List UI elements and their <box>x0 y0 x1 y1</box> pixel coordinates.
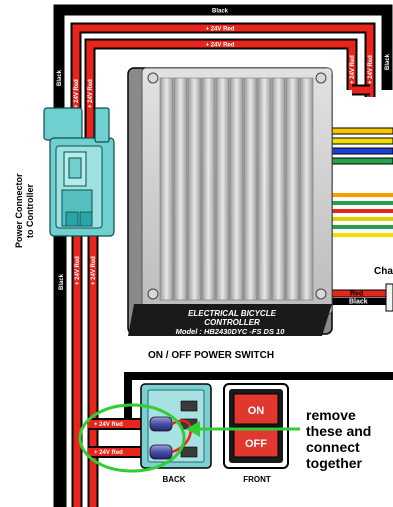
annotation-line2: these and <box>306 423 371 439</box>
annotation-line1: remove <box>306 407 356 423</box>
switch-off-label: OFF <box>245 438 267 450</box>
controller-model: Model : HB2430DYC -FS DS 10 <box>176 327 286 336</box>
red-wire-label-switch-2: + 24V Red <box>94 450 123 456</box>
red-wire-label-lower-1: + 24V Red <box>75 256 81 285</box>
annotation-line4: together <box>306 455 363 471</box>
connector-label-line2: to Controller <box>25 184 35 238</box>
annotation-arrow <box>186 421 300 437</box>
charger-red-label: Red <box>350 291 363 298</box>
controller: ELECTRICAL BICYCLE CONTROLLER Model : HB… <box>127 67 333 336</box>
charger-partial-label: Cha <box>374 266 393 277</box>
connector-cap-top <box>149 416 173 432</box>
screw-bottom-left <box>147 288 159 300</box>
controller-label-line1: ELECTRICAL BICYCLE <box>188 309 277 318</box>
switch-front: ON OFF <box>223 383 289 469</box>
switch-front-label: FRONT <box>243 475 271 484</box>
black-wire-label-left: Black <box>57 69 63 86</box>
red-wire-label-left-2: + 24V Red <box>88 79 94 108</box>
black-wire-label-right: Black <box>385 53 391 70</box>
controller-label-panel <box>128 304 332 336</box>
screw-top-left <box>147 72 159 84</box>
red-wire-label-top-2: + 24V Red <box>206 43 235 49</box>
annotation-line3: connect <box>306 439 360 455</box>
screw-top-right <box>315 72 327 84</box>
controller-fins <box>159 77 314 301</box>
charger-wires: Red Black <box>329 283 393 312</box>
switch-title: ON / OFF POWER SWITCH <box>148 350 274 361</box>
controller-label-line2: CONTROLLER <box>204 318 260 327</box>
red-wire-label-right-2: + 24V Red <box>350 55 356 84</box>
charger-black-label: Black <box>349 299 368 306</box>
switch-on-label: ON <box>248 405 265 417</box>
black-wire-label-lower: Black <box>59 273 65 290</box>
screw-bottom-right <box>315 288 327 300</box>
red-wire-label-top-1: + 24V Red <box>206 27 235 33</box>
red-wire-label-lower-2: + 24V Red <box>91 256 97 285</box>
red-wire-top-loop-inner-fill <box>86 40 356 180</box>
connector-label-line1: Power Connector <box>14 173 24 248</box>
red-wire-top-loop-outer-fill <box>72 24 374 180</box>
red-wire-label-left-1: + 24V Red <box>74 79 80 108</box>
controller-output-wires <box>329 127 393 237</box>
highlight-ellipse <box>78 403 186 473</box>
power-connector <box>43 107 115 237</box>
red-wire-label-right-1: + 24V Red <box>368 55 374 84</box>
switch-back-label: BACK <box>162 475 185 484</box>
switch-back <box>140 383 212 469</box>
connector-cap-bottom <box>149 444 173 460</box>
black-wire-label-top: Black <box>212 9 229 15</box>
red-wire-label-switch-1: + 24V Red <box>94 422 123 428</box>
